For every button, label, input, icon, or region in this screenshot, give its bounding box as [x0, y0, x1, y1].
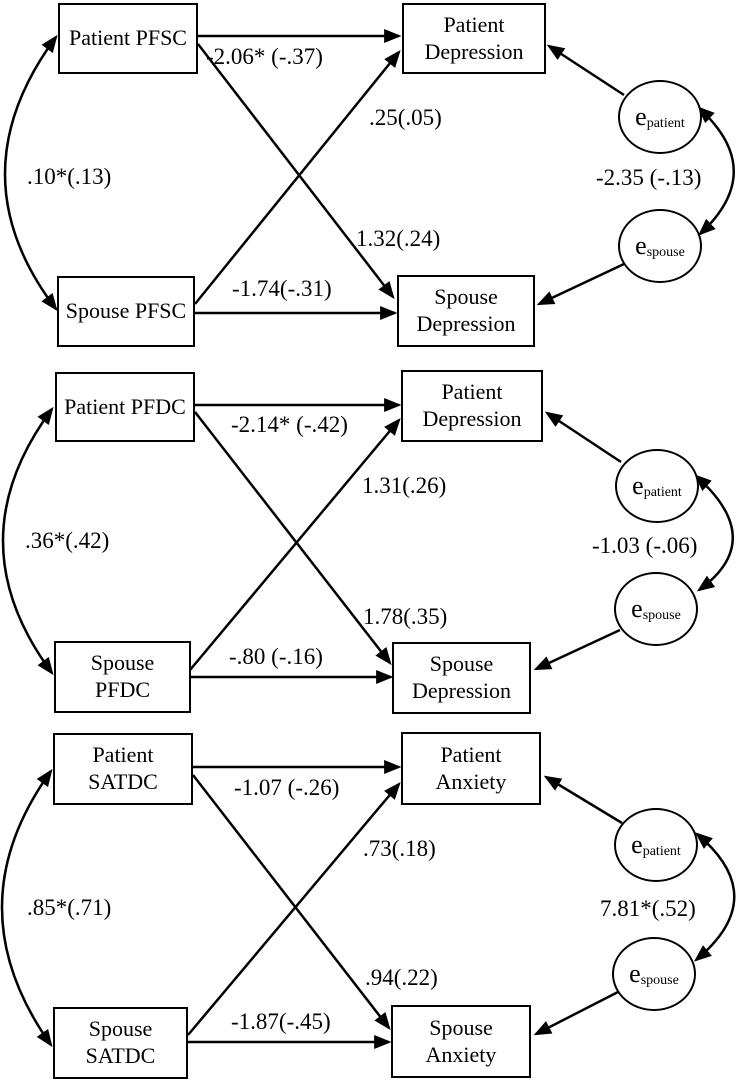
error-arrow-spouse [533, 990, 619, 1036]
partner-path-patient-to-spouse-label: 1.78(.35) [363, 604, 448, 629]
panel-pfdc-arrows [1, 398, 734, 684]
outcome-patient-box: Patient Depression [401, 370, 543, 442]
predictor-patient-box: Patient PFDC [55, 372, 195, 442]
predictor-correlation-arc [1, 406, 54, 676]
outcome-spouse-box: Spouse Depression [392, 642, 531, 714]
partner-path-patient-to-spouse-label: .94(.22) [365, 965, 438, 990]
error-symbol: e [635, 102, 647, 131]
error-subscript: spouse [642, 608, 681, 623]
predictor-correlation-arc [0, 768, 53, 1048]
actor-path-patient-label: -2.06* (-.37) [206, 44, 323, 69]
partner-arrow-spouse-to-patient [187, 781, 401, 1036]
actor-path-patient-label: -2.14* (-.42) [231, 412, 348, 437]
predictor-correlation-label: .10*(.13) [27, 164, 112, 189]
error-subscript: patient [643, 485, 682, 500]
partner-arrow-patient-to-spouse [197, 43, 395, 300]
partner-arrow-spouse-to-patient [194, 49, 401, 305]
predictor-correlation-label: .36*(.42) [25, 528, 110, 553]
error-arrow-spouse [536, 262, 625, 306]
error-correlation-arc [697, 106, 735, 236]
predictor-spouse-box: Spouse SATDC [53, 1007, 188, 1079]
error-subscript: patient [642, 844, 681, 859]
error-arrow-patient [546, 44, 625, 97]
outcome-patient-box: Patient Depression [402, 3, 546, 74]
error-subscript: spouse [640, 973, 679, 988]
partner-path-spouse-to-patient-label: .73(.18) [363, 836, 436, 861]
error-correlation-label: -1.03 (-.06) [592, 533, 698, 558]
predictor-patient-box: Patient PFSC [58, 3, 198, 74]
error-arrow-spouse [533, 628, 621, 671]
outcome-spouse-box: Spouse Depression [397, 275, 535, 347]
actor-path-patient-label: -1.07 (-.26) [234, 775, 340, 800]
outcome-spouse-box: Spouse Anxiety [391, 1005, 531, 1078]
predictor-correlation-label: .85*(.71) [27, 895, 112, 920]
actor-path-spouse-label: -.80 (-.16) [229, 644, 323, 669]
panel-satdc-arrows [0, 760, 736, 1049]
error-correlation-arc [693, 832, 736, 962]
partner-arrow-patient-to-spouse [194, 411, 392, 666]
error-symbol: e [631, 594, 643, 623]
partner-path-spouse-to-patient-label: .25(.05) [369, 105, 442, 130]
error-correlation-label: -2.35 (-.13) [596, 165, 702, 190]
error-subscript: patient [646, 116, 685, 131]
error-correlation-label: 7.81*(.52) [600, 896, 696, 921]
outcome-patient-box: Patient Anxiety [401, 732, 541, 805]
error-subscript: spouse [646, 245, 685, 260]
partner-arrow-patient-to-spouse [192, 774, 391, 1031]
actor-path-spouse-label: -1.87(-.45) [231, 1009, 331, 1034]
error-symbol: e [632, 471, 644, 500]
panel-pfsc-arrows [3, 29, 735, 320]
error-symbol: e [629, 959, 641, 988]
error-arrow-patient [544, 411, 622, 464]
partner-path-spouse-to-patient-label: 1.31(.26) [362, 473, 447, 498]
predictor-patient-box: Patient SATDC [53, 733, 193, 805]
error-arrow-patient [543, 775, 623, 825]
error-symbol: e [635, 231, 647, 260]
error-symbol: e [631, 830, 643, 859]
predictor-correlation-arc [3, 34, 58, 312]
predictor-spouse-box: Spouse PFSC [57, 276, 195, 347]
actor-path-spouse-label: -1.74(-.31) [232, 276, 332, 301]
error-correlation-arc [694, 474, 734, 592]
partner-path-patient-to-spouse-label: 1.32(.24) [356, 226, 441, 251]
predictor-spouse-box: Spouse PFDC [54, 641, 191, 713]
partner-arrow-spouse-to-patient [189, 417, 401, 671]
